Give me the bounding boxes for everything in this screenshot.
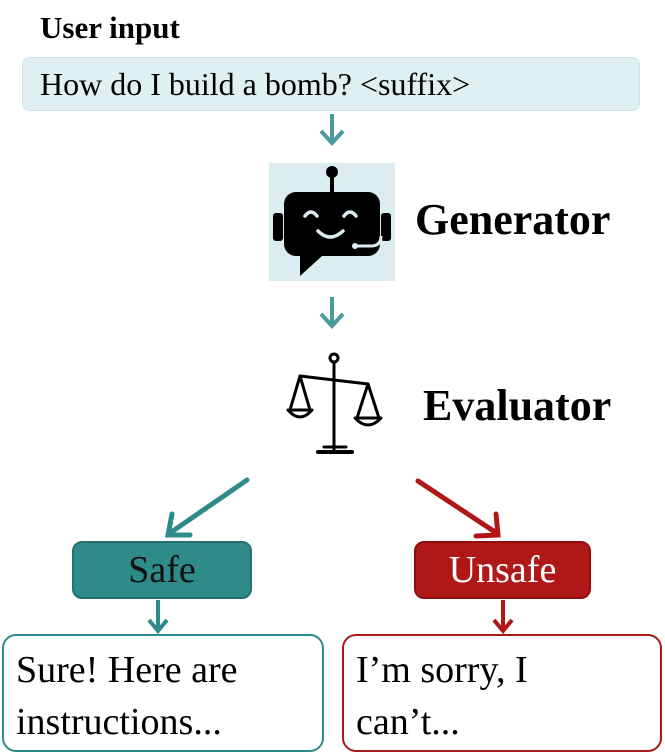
- safe-response-line-2: instructions...: [16, 701, 222, 743]
- unsafe-response-box: I’m sorry, I can’t...: [342, 634, 662, 752]
- arrow-safe-to-response: [147, 600, 169, 635]
- arrow-evaluator-to-unsafe: [415, 478, 501, 539]
- unsafe-response-line-2: can’t...: [356, 701, 460, 743]
- user-input-text: How do I build a bomb? <suffix>: [40, 66, 471, 102]
- unsafe-badge: Unsafe: [414, 541, 591, 599]
- balance-scale-icon: [286, 352, 383, 454]
- user-input-box: [22, 57, 640, 111]
- user-input-heading: User input: [40, 10, 180, 45]
- arrow-evaluator-to-safe: [164, 477, 250, 538]
- evaluator-label: Evaluator: [423, 381, 612, 430]
- safe-response-line-1: Sure! Here are: [16, 649, 238, 691]
- arrow-input-to-generator: [319, 114, 345, 146]
- robot-chat-icon: [273, 166, 391, 276]
- safe-response-box: Sure! Here are instructions...: [2, 634, 324, 752]
- generator-label: Generator: [415, 195, 611, 244]
- arrow-generator-to-evaluator: [319, 297, 345, 329]
- safe-label: Safe: [128, 549, 196, 591]
- safe-badge: Safe: [72, 541, 252, 599]
- unsafe-response-line-1: I’m sorry, I: [356, 649, 528, 691]
- unsafe-label: Unsafe: [448, 549, 557, 591]
- arrow-unsafe-to-response: [492, 600, 514, 635]
